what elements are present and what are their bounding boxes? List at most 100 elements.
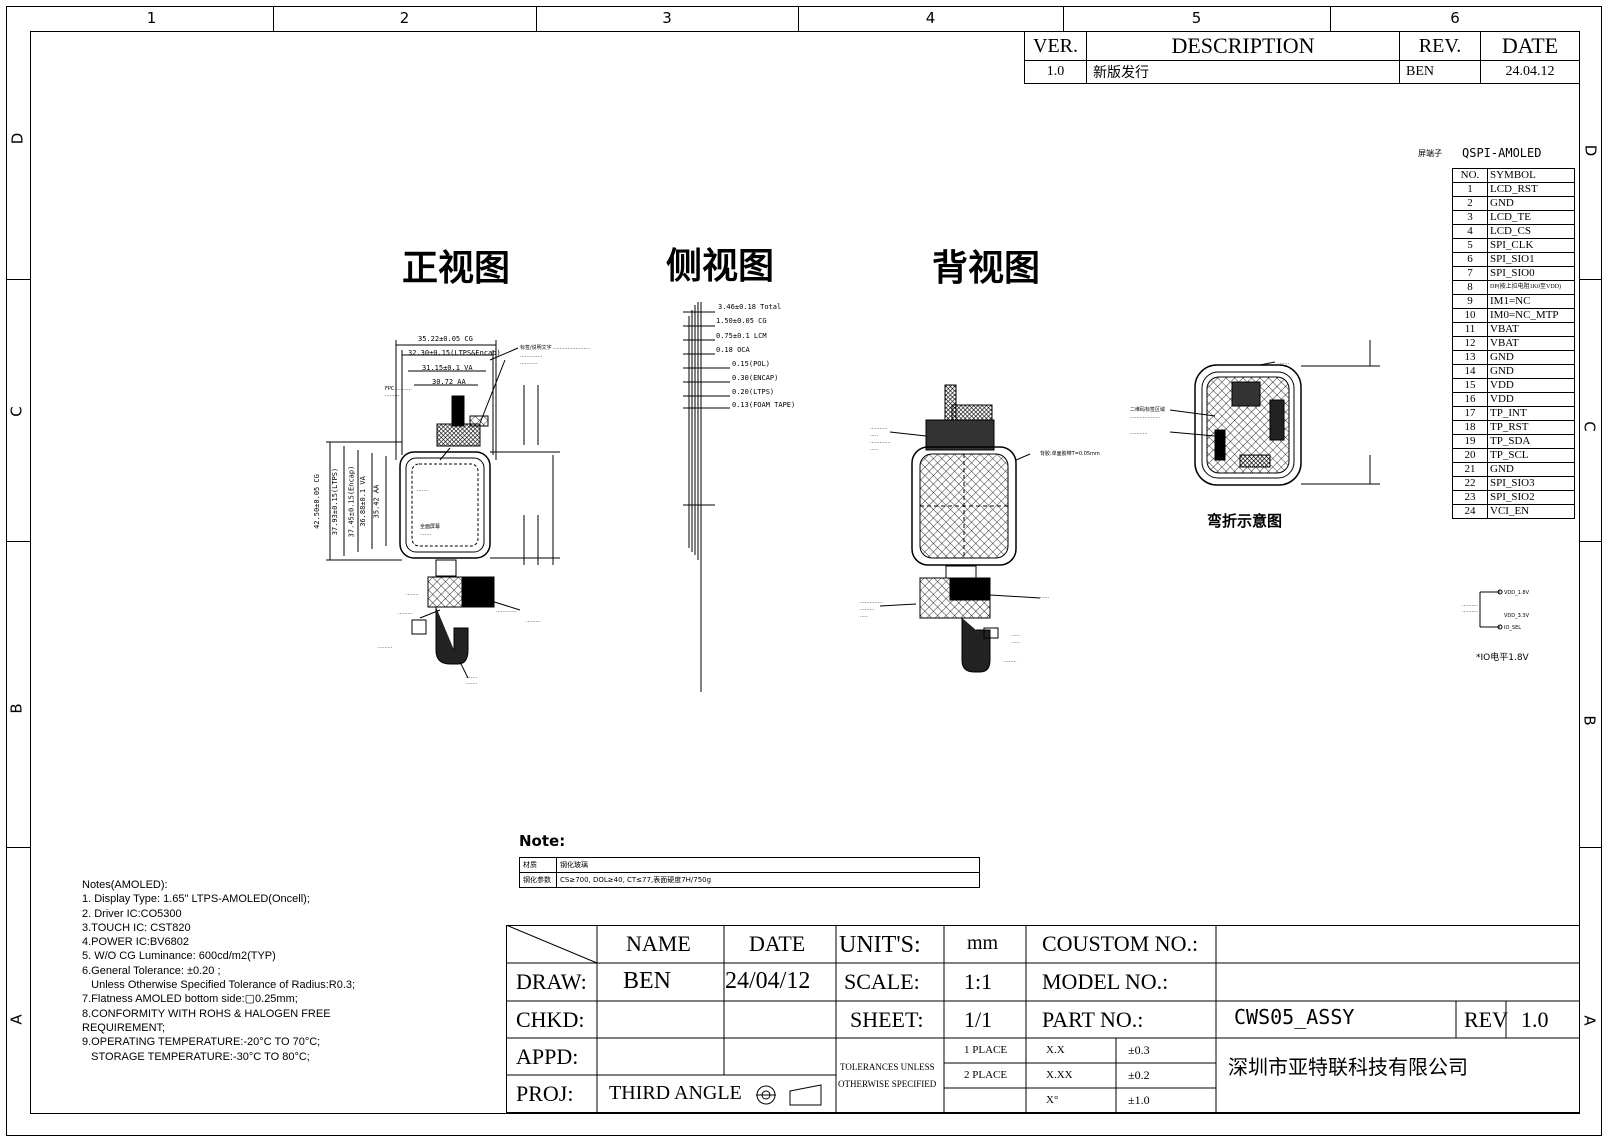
pin-no: 16 [1452, 392, 1488, 407]
tb-scale-value: 1:1 [964, 969, 993, 994]
row-label: D [1581, 144, 1600, 157]
drawing-frame [6, 6, 1602, 1136]
rev-header-rev: REV. [1399, 31, 1481, 61]
front-dim: 42.50±0.05 CG [312, 474, 321, 529]
pin-symbol: VCI_EN [1487, 504, 1575, 519]
pin-symbol: SPI_SIO0 [1487, 266, 1575, 281]
note-line: 5. W/O CG Luminance: 600cd/m2(TYP) [82, 950, 276, 963]
pin-symbol: IM0=NC_MTP [1487, 308, 1575, 323]
side-dim: 0.18 OCA [716, 346, 750, 354]
pin-symbol: VDD [1487, 392, 1575, 407]
pin-symbol: LCD_RST [1487, 182, 1575, 197]
pin-symbol: TP_RST [1487, 420, 1575, 435]
tb-sheet-label: SHEET: [850, 1007, 924, 1032]
pin-symbol: VBAT [1487, 322, 1575, 337]
pin-symbol: GND [1487, 364, 1575, 379]
tb-proj-value: THIRD ANGLE [609, 1082, 742, 1104]
pin-no: 23 [1452, 490, 1488, 505]
row-label: A [1580, 1015, 1599, 1026]
row-label: C [1580, 421, 1599, 432]
title-block: NAME DATE UNIT'S: mm COUSTOM NO.: DRAW: … [506, 925, 1580, 1113]
row-label: B [1580, 715, 1599, 726]
note-line: 3.TOUCH IC: CST820 [82, 921, 191, 934]
tb-tol-format: X° [1046, 1094, 1059, 1106]
pin-symbol: VBAT [1487, 336, 1575, 351]
pin-symbol: GND [1487, 350, 1575, 365]
note-line: 2. Driver IC:CO5300 [82, 907, 182, 920]
row-label: A [7, 1014, 26, 1025]
tb-draw-date: 24/04/12 [725, 968, 811, 994]
tb-tol-value: ±0.2 [1128, 1068, 1150, 1082]
pin-no: 21 [1452, 462, 1488, 477]
side-dim: 0.13(FOAM TAPE) [732, 401, 796, 409]
pin-symbol: DP(按上拉电阻1K0至VDD) [1487, 280, 1575, 295]
tb-model-label: MODEL NO.: [1042, 969, 1169, 994]
front-dim: 37.45±0.15(Encap) [347, 465, 356, 538]
pin-no: 11 [1452, 322, 1488, 337]
pin-no: 6 [1452, 252, 1488, 267]
side-dim: 0.15(POL) [732, 360, 770, 368]
col-label: 3 [536, 6, 799, 31]
pin-no: 20 [1452, 448, 1488, 463]
tb-date-header: DATE [749, 931, 806, 956]
pinout-side-label: 屏端子 [1418, 149, 1442, 158]
note-line: 7.Flatness AMOLED bottom side:▢0.25mm; [82, 993, 298, 1006]
tb-tol-format: X.XX [1046, 1069, 1073, 1081]
pin-no: 2 [1452, 196, 1488, 211]
rev-cell-date: 24.04.12 [1480, 60, 1580, 84]
tb-tolerance-label-1: TOLERANCES UNLESS [840, 1062, 935, 1072]
note-line: STORAGE TEMPERATURE:-30°C TO 80°C; [82, 1050, 310, 1063]
pin-symbol: SPI_SIO3 [1487, 476, 1575, 491]
tb-sheet-value: 1/1 [964, 1007, 993, 1032]
row-label: C [7, 406, 26, 417]
pin-symbol: SPI_SIO2 [1487, 490, 1575, 505]
rev-header-ver: VER. [1024, 31, 1087, 61]
note-line: 8.CONFORMITY WITH ROHS & HALOGEN FREE [82, 1007, 331, 1020]
third-angle-projection-icon [756, 1085, 836, 1105]
col-label: 2 [273, 6, 537, 31]
tb-proj-label: PROJ: [516, 1081, 574, 1106]
tb-scale-label: SCALE: [844, 969, 920, 994]
pin-symbol: TP_SCL [1487, 448, 1575, 463]
tb-draw-name: BEN [623, 968, 671, 994]
tb-units-value: mm [967, 932, 999, 954]
note-cell: CS≥700, DOL≥40, CT≤77,表面硬度7H/750g [556, 872, 980, 888]
row-label: B [7, 703, 26, 714]
pin-no: 17 [1452, 406, 1488, 421]
note-cell: 材质 [519, 857, 557, 873]
back-view-title: 背视图 [932, 248, 1041, 289]
pinout-header: NO. [1452, 168, 1488, 183]
tb-tol-format: X.X [1046, 1044, 1065, 1056]
note-line: 6.General Tolerance: ±0.20 ; [82, 964, 221, 977]
pin-no: 19 [1452, 434, 1488, 449]
col-label: 4 [798, 6, 1064, 31]
row-labels-right: D C B A [1580, 31, 1602, 1114]
pin-no: 1 [1452, 182, 1488, 197]
pin-no: 3 [1452, 210, 1488, 225]
pin-no: 9 [1452, 294, 1488, 309]
pin-no: 24 [1452, 504, 1488, 519]
tb-tolerance-label-2: OTHERWISE SPECIFIED [838, 1079, 937, 1089]
front-dim: 35.42 AA [372, 484, 381, 519]
rev-header-description: DESCRIPTION [1086, 31, 1400, 61]
pin-symbol: SPI_SIO1 [1487, 252, 1575, 267]
pin-symbol: LCD_TE [1487, 210, 1575, 225]
side-dim: 3.46±0.18 Total [718, 303, 782, 311]
front-dim: 30.72 AA [432, 378, 466, 386]
row-label: D [8, 132, 27, 145]
side-dim: 0.30(ENCAP) [732, 374, 779, 382]
tb-appd-label: APPD: [516, 1044, 579, 1069]
pin-no: 22 [1452, 476, 1488, 491]
rev-cell-description: 新版发行 [1086, 60, 1400, 84]
note-line: 1. Display Type: 1.65" LTPS-AMOLED(Oncel… [82, 893, 310, 906]
tb-tol-value: ±0.3 [1128, 1043, 1150, 1057]
note-title: Note: [519, 832, 566, 850]
pin-symbol: LCD_CS [1487, 224, 1575, 239]
note-line: Notes(AMOLED): [82, 879, 168, 891]
tb-part-label: PART NO.: [1042, 1007, 1144, 1032]
pin-no: 12 [1452, 336, 1488, 351]
row-labels-left: D C B A [6, 31, 30, 1114]
col-label: 1 [30, 6, 274, 31]
